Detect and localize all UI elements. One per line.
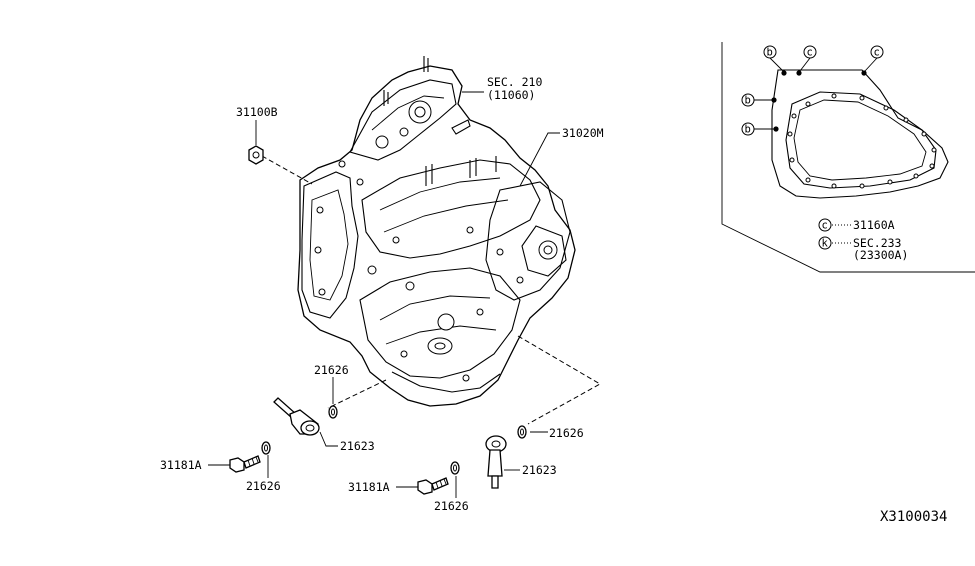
- speed-sensor-right: [485, 435, 507, 489]
- legend-symbol-c: c: [822, 220, 828, 232]
- washer-right: [450, 461, 460, 475]
- washer-left: [261, 441, 271, 455]
- inset-marker-c-top-left: c: [807, 47, 813, 59]
- legend-31160a: 31160A: [853, 218, 895, 232]
- label-21623-right: 21623: [522, 463, 557, 477]
- label-21623-left: 21623: [340, 439, 375, 453]
- inset-marker-c-top-right: c: [874, 47, 880, 59]
- diagram-reference-code: X3100034: [880, 509, 947, 525]
- leader-lines: [208, 91, 602, 498]
- legend-sec233: SEC.233: [853, 236, 902, 250]
- label-21626-upper-left: 21626: [314, 363, 349, 377]
- bolt-left: [229, 455, 261, 473]
- inset-marker-b-top: b: [767, 47, 773, 59]
- legend-symbol-k: k: [822, 238, 829, 250]
- label-31020m: 31020M: [562, 126, 604, 140]
- nut-31100b: [248, 145, 264, 165]
- inset-marker-b-mid: b: [745, 95, 751, 107]
- label-31100b: 31100B: [236, 105, 278, 119]
- transaxle-assembly: [297, 56, 576, 407]
- label-sec210: SEC. 210: [487, 75, 542, 89]
- bolt-right: [417, 477, 449, 495]
- speed-sensor-left: [273, 397, 320, 436]
- inset-marker-b-low: b: [745, 124, 751, 136]
- label-31181a-left: 31181A: [160, 458, 202, 472]
- label-21626-lower-left: 21626: [246, 479, 281, 493]
- o-ring-left-upper: [328, 405, 338, 419]
- legend-23300a: (23300A): [853, 248, 908, 262]
- label-sec210-ref: (11060): [487, 88, 535, 102]
- inset-gasket-detail: b c c b b c 31160A k SEC.233 (23300A): [721, 42, 975, 273]
- o-ring-right-upper: [517, 425, 527, 439]
- label-21626-lower-right: 21626: [434, 499, 469, 513]
- label-21626-upper-right: 21626: [549, 426, 584, 440]
- label-31181a-right: 31181A: [348, 480, 390, 494]
